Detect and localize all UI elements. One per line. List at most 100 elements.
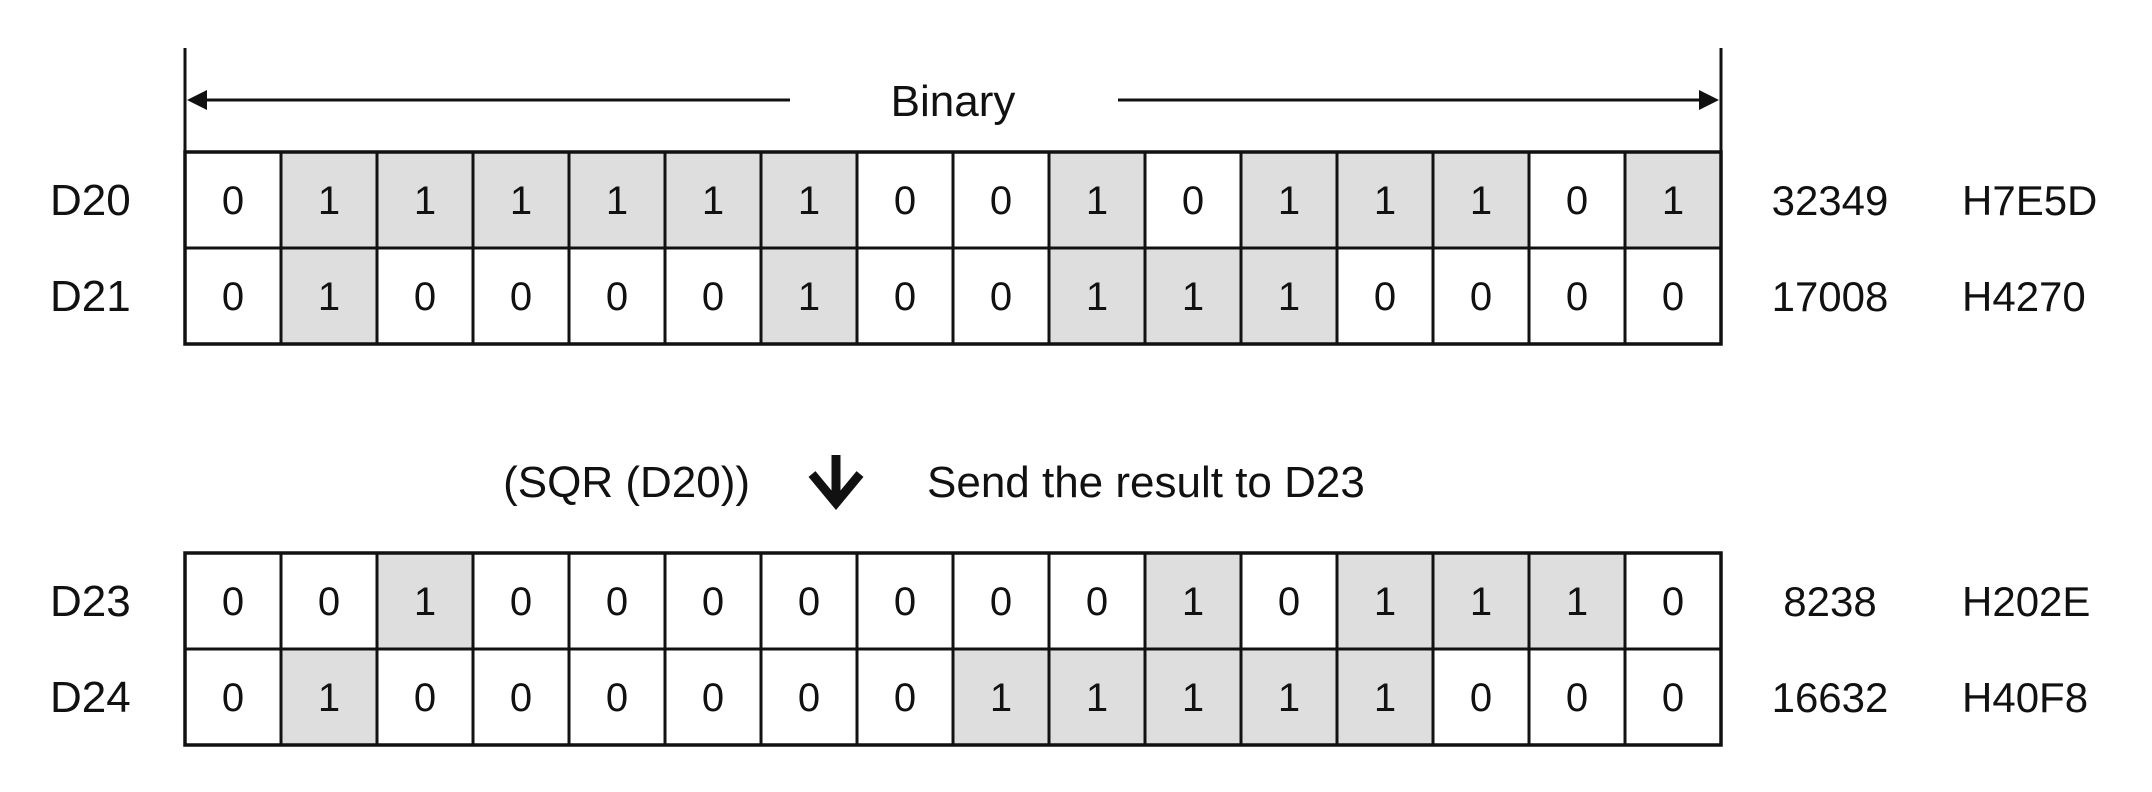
bit-value: 0 xyxy=(1182,179,1204,223)
bit-value: 1 xyxy=(990,676,1012,720)
bit-cell xyxy=(855,551,955,651)
result-destination-label: Send the result to D23 xyxy=(927,458,1365,507)
bit-value: 0 xyxy=(1662,676,1684,720)
bit-cell xyxy=(1239,246,1339,346)
bit-value: 1 xyxy=(1278,179,1300,223)
bit-value: 1 xyxy=(702,179,724,223)
bit-value: 1 xyxy=(1086,275,1108,319)
bit-value: 0 xyxy=(510,580,532,624)
bit-value: 0 xyxy=(1566,676,1588,720)
register-table-border xyxy=(183,150,1723,346)
bit-value: 1 xyxy=(1182,275,1204,319)
register-group-bottom: D23 0 0 1 0 0 0 0 0 0 0 1 0 1 1 1 0 8238 H202E D24 0 1 0 0 0 0 0 0 1… xyxy=(50,551,2090,747)
hex-value: H202E xyxy=(1962,578,2090,625)
bit-cell xyxy=(1047,647,1147,747)
bit-value: 1 xyxy=(606,179,628,223)
bit-value: 0 xyxy=(894,275,916,319)
bit-value: 1 xyxy=(1086,179,1108,223)
bit-value: 0 xyxy=(222,275,244,319)
bit-value: 0 xyxy=(222,580,244,624)
bit-value: 0 xyxy=(1278,580,1300,624)
bit-value: 0 xyxy=(510,676,532,720)
bit-cell xyxy=(1527,647,1627,747)
bit-value: 0 xyxy=(1662,275,1684,319)
register-table-border xyxy=(183,551,1723,747)
bit-value: 1 xyxy=(414,580,436,624)
instruction-label: (SQR (D20)) xyxy=(503,458,750,507)
bit-cell xyxy=(1623,647,1723,747)
bit-cell xyxy=(1239,150,1339,250)
bit-value: 1 xyxy=(1470,580,1492,624)
bit-cell xyxy=(759,551,859,651)
bit-cell xyxy=(1143,150,1243,250)
bit-value: 1 xyxy=(1662,179,1684,223)
bit-value: 0 xyxy=(1470,275,1492,319)
hex-value: H4270 xyxy=(1962,273,2086,320)
bit-value: 1 xyxy=(1470,179,1492,223)
bit-cell xyxy=(471,647,571,747)
register-name-label: D20 xyxy=(50,176,131,225)
bit-value: 0 xyxy=(798,676,820,720)
bit-value: 1 xyxy=(1278,275,1300,319)
bit-cell xyxy=(1143,647,1243,747)
bit-value: 0 xyxy=(798,580,820,624)
bit-value: 1 xyxy=(1182,676,1204,720)
bit-cell xyxy=(663,647,763,747)
bit-value: 1 xyxy=(1086,676,1108,720)
bit-cell xyxy=(855,246,955,346)
bit-value: 0 xyxy=(1662,580,1684,624)
bit-value: 0 xyxy=(990,580,1012,624)
bit-value: 0 xyxy=(414,676,436,720)
bit-value: 0 xyxy=(1086,580,1108,624)
bit-value: 0 xyxy=(606,676,628,720)
bit-value: 1 xyxy=(1374,179,1396,223)
decimal-value: 8238 xyxy=(1783,578,1876,625)
bit-value: 0 xyxy=(606,580,628,624)
bit-cell xyxy=(663,246,763,346)
register-name-label: D24 xyxy=(50,673,131,722)
bit-cell xyxy=(1335,551,1435,651)
bit-value: 1 xyxy=(510,179,532,223)
arrow-down-icon xyxy=(808,455,864,511)
bit-value: 0 xyxy=(222,179,244,223)
bit-value: 0 xyxy=(1566,275,1588,319)
hex-value: H40F8 xyxy=(1962,674,2088,721)
bit-cell xyxy=(375,246,475,346)
bit-value: 1 xyxy=(798,179,820,223)
decimal-value: 17008 xyxy=(1772,273,1889,320)
bit-value: 0 xyxy=(894,676,916,720)
bit-value: 0 xyxy=(894,179,916,223)
bit-cell xyxy=(1239,647,1339,747)
bit-value: 0 xyxy=(990,179,1012,223)
hex-value: H7E5D xyxy=(1962,177,2097,224)
bit-value: 0 xyxy=(1374,275,1396,319)
register-name-label: D23 xyxy=(50,577,131,626)
bit-cell xyxy=(279,246,379,346)
bit-cell xyxy=(567,551,667,651)
bit-value: 0 xyxy=(1470,676,1492,720)
bit-value: 1 xyxy=(1278,676,1300,720)
bit-value: 1 xyxy=(318,676,340,720)
bit-cell xyxy=(183,150,283,250)
bit-value: 0 xyxy=(894,580,916,624)
bit-value: 1 xyxy=(1182,580,1204,624)
bit-value: 0 xyxy=(222,676,244,720)
operation-row: (SQR (D20)) Send the result to D23 xyxy=(503,455,1365,511)
register-name-label: D21 xyxy=(50,272,131,321)
bit-value: 0 xyxy=(702,676,724,720)
bit-cell xyxy=(951,246,1051,346)
bit-value: 1 xyxy=(318,179,340,223)
bit-value: 0 xyxy=(990,275,1012,319)
bit-cell xyxy=(1527,551,1627,651)
bit-cell xyxy=(1431,647,1531,747)
bit-cell xyxy=(855,647,955,747)
bit-value: 1 xyxy=(414,179,436,223)
bit-value: 1 xyxy=(1566,580,1588,624)
bit-value: 1 xyxy=(1374,580,1396,624)
decimal-value: 16632 xyxy=(1772,674,1889,721)
